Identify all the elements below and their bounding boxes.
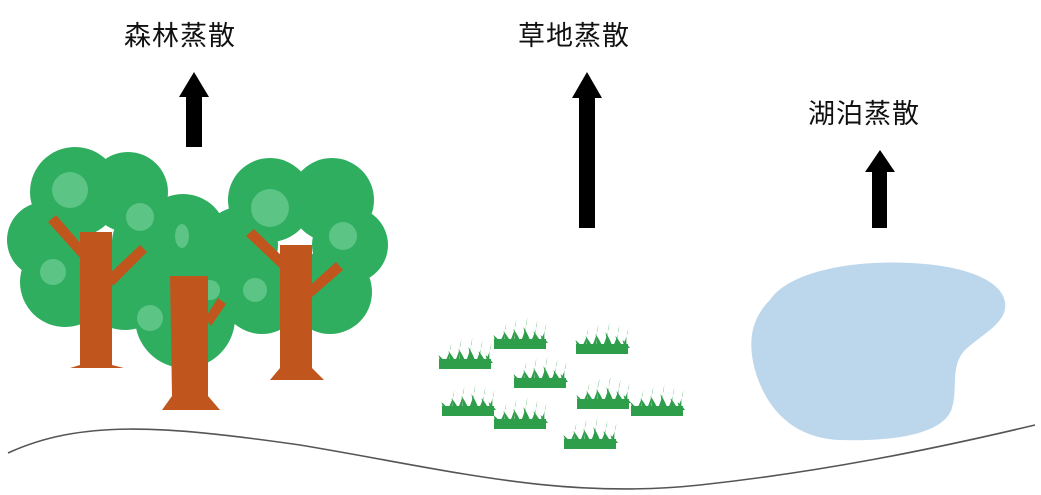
grass-tuft <box>576 377 631 409</box>
grass-tuft <box>563 417 618 449</box>
grassland-evapotranspiration-label: 草地蒸散 <box>518 21 630 52</box>
grass-tuft <box>441 384 496 416</box>
lake-evapotranspiration-label: 湖泊蒸散 <box>808 99 920 130</box>
up-arrow-icon <box>179 72 209 147</box>
lake-icon <box>751 262 1006 441</box>
up-arrow-icon <box>865 150 895 228</box>
forest-trees-icon <box>7 147 388 410</box>
grass-tuft <box>493 317 548 349</box>
grass-tuft <box>438 337 493 369</box>
grass-tuft <box>513 356 568 388</box>
grass-tuft <box>493 397 548 429</box>
up-arrow-icon <box>572 72 602 228</box>
grass-tufts-icon <box>438 317 685 449</box>
forest-evapotranspiration-label: 森林蒸散 <box>124 21 236 52</box>
grass-tuft <box>575 322 630 354</box>
grass-tuft <box>630 384 685 416</box>
ground-line <box>7 424 1036 490</box>
